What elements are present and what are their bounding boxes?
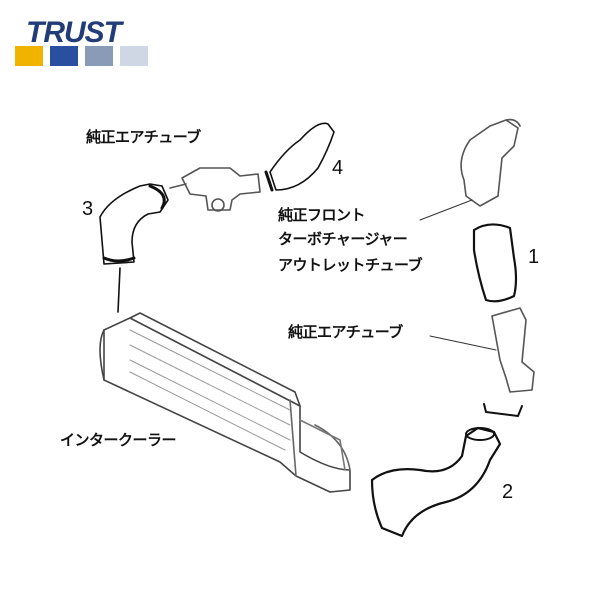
part-number-4: 4 — [332, 157, 344, 179]
part-number-2: 2 — [502, 481, 514, 503]
part-number-3: 3 — [82, 198, 94, 220]
label-genuine-air-tube-top: 純正エアチューブ — [86, 128, 201, 146]
part-number-1: 1 — [528, 246, 540, 268]
turbo-outlet-tube-drawing — [419, 118, 521, 221]
upper-air-tube-drawing — [169, 167, 261, 212]
logo-text: TRUST — [26, 16, 122, 49]
trust-logo-mark — [15, 46, 148, 66]
label-turbo-outlet-line1: 純正フロント — [278, 206, 366, 224]
label-genuine-air-tube-mid: 純正エアチューブ — [288, 323, 403, 341]
hose-3-drawing — [99, 183, 169, 313]
label-turbo-outlet-line2: ターボチャージャー — [278, 230, 408, 248]
intercooler-drawing — [99, 312, 351, 493]
trust-logo: TRUST — [10, 10, 155, 70]
lower-air-tube-drawing — [429, 307, 535, 417]
hose-4-drawing — [264, 122, 335, 192]
label-turbo-outlet-line3: アウトレットチューブ — [278, 256, 423, 274]
hose-2-drawing — [370, 426, 502, 538]
hose-1-drawing — [472, 223, 518, 303]
label-intercooler: インタークーラー — [60, 431, 177, 449]
